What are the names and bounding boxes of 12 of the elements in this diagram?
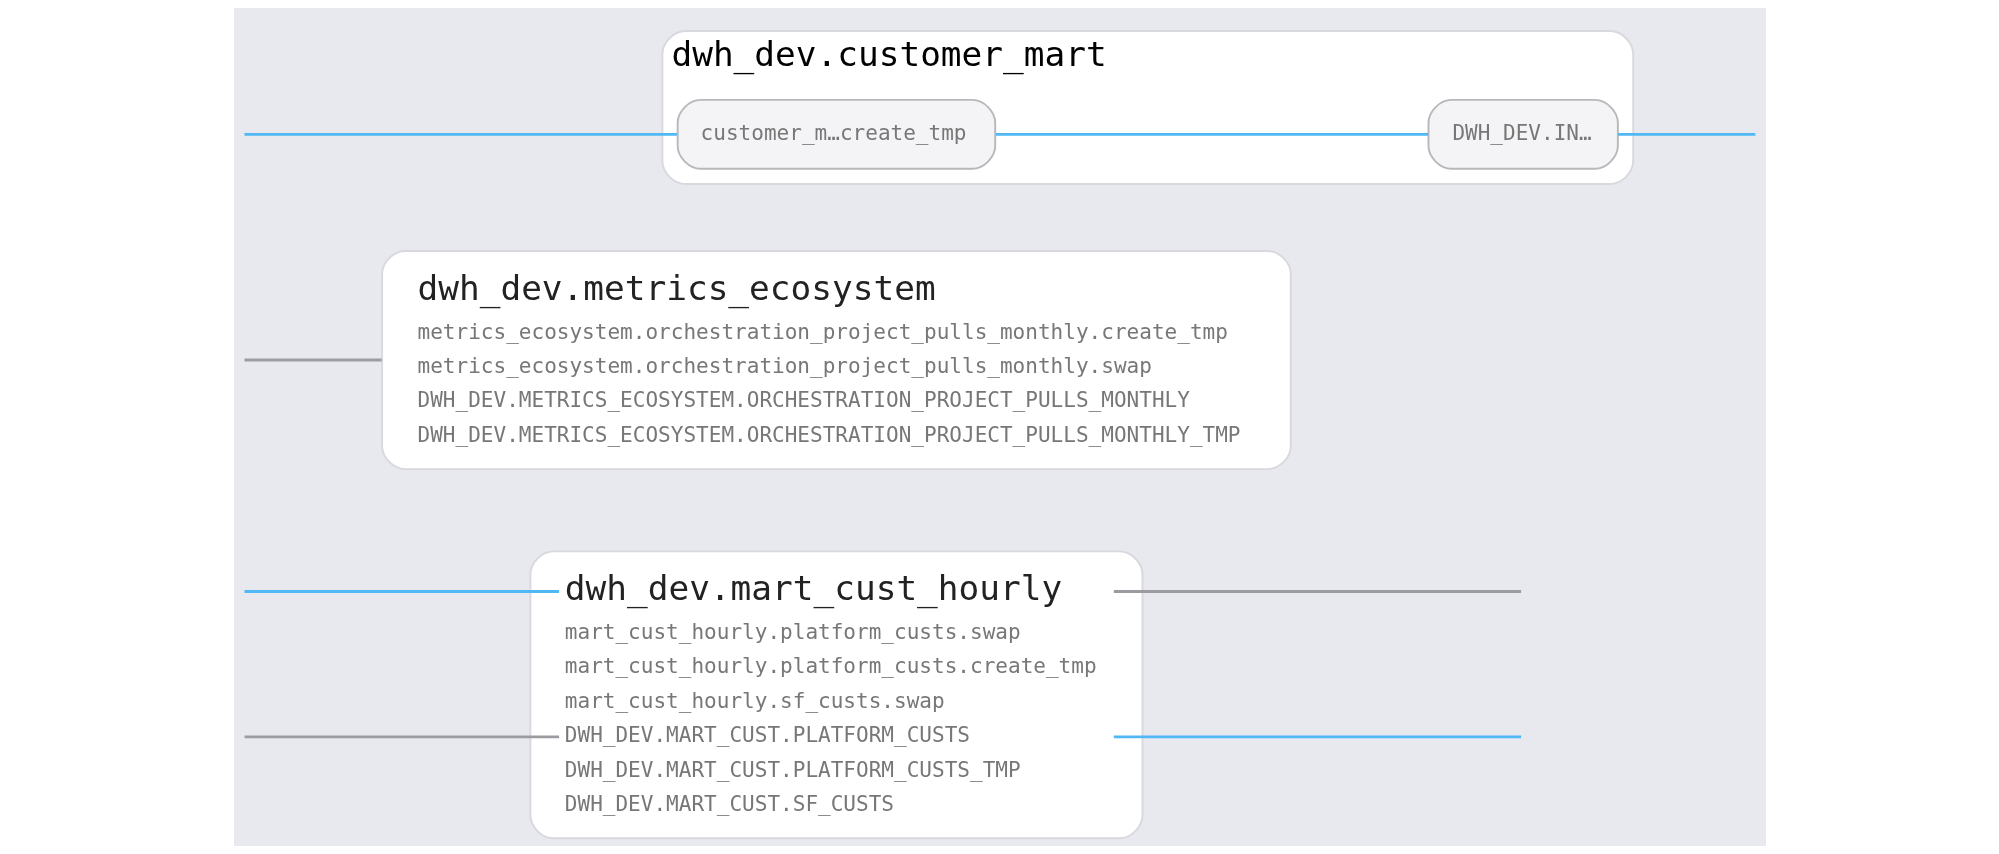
connector <box>244 590 559 593</box>
connector <box>1113 590 1521 593</box>
node-box: dwh_dev.mart_cust_hourly mart_cust_hourly.platform_custs.swap mart_cust_hourly.platform_custs.create_tmp mart_cust_hourly.sf_custs.swap DWH_DEV.MART_CUST.PLATFORM_CUSTS DWH_DEV.MART_CUST.PLATFORM_CUSTS_TMP DWH_DEV.MART_CUST.SF_CUSTS <box>528 550 1143 840</box>
connector <box>244 358 382 362</box>
connector <box>244 735 559 739</box>
connector <box>995 132 1428 136</box>
connector <box>1617 132 1755 136</box>
node-box: DWH_DEV.IN… <box>1427 98 1619 170</box>
connector <box>1113 735 1521 739</box>
connector <box>244 132 677 136</box>
node-box: customer_m…create_tmp <box>676 98 996 170</box>
node-box: dwh_dev.metrics_ecosystem metrics_ecosystem.orchestration_project_pulls_monthly.create_tmp metrics_ecosystem.orchestration_project_pulls_monthly.swap DWH_DEV.METRICS_ECOSYSTEM.ORCHESTRATION_PROJECT_PULLS_MONTHLY DWH_DEV.METRICS_ECOSYSTEM.ORCHESTRATION_PROJECT_PULLS_MONTHLY_TMP <box>380 250 1292 471</box>
